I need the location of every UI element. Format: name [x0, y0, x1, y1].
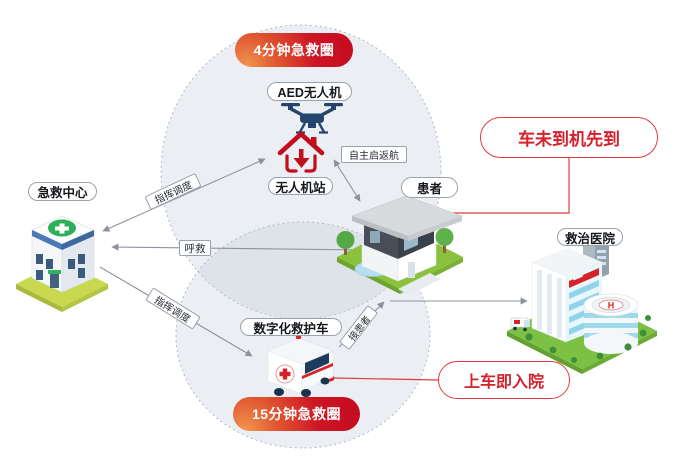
ems-center-label: 急救中心 — [28, 182, 97, 201]
drone-station-label: 无人机站 — [268, 177, 333, 195]
patient-house-icon — [336, 195, 463, 295]
auto-return-label: 自主启返航 — [341, 146, 407, 163]
call-for-help-arrow — [111, 243, 369, 251]
hospital-label: 救治医院 — [557, 228, 623, 246]
aed-drone-icon — [281, 103, 343, 134]
call-for-help-label: 呼救 — [179, 240, 211, 256]
aed-drone-label: AED无人机 — [267, 82, 352, 101]
board-equals-admission-callout: 上车即入院 — [438, 361, 570, 399]
fifteen-minute-badge: 15分钟急救圈 — [233, 397, 360, 431]
helipad-h-glyph: H — [608, 301, 615, 311]
ems-center-building-icon — [16, 215, 108, 312]
drone-station-icon — [277, 131, 325, 173]
patient-label: 患者 — [401, 177, 458, 198]
digital-ambulance-label: 数字化救护车 — [240, 318, 342, 336]
drone-arrives-first-callout: 车未到机先到 — [480, 117, 658, 158]
dispatch-to-station-arrow — [102, 158, 266, 232]
four-minute-badge: 4分钟急救圈 — [235, 33, 353, 67]
ambulance-icon — [267, 335, 334, 397]
hospital-icon: H — [507, 234, 657, 374]
auto-return-arrow — [333, 159, 361, 202]
